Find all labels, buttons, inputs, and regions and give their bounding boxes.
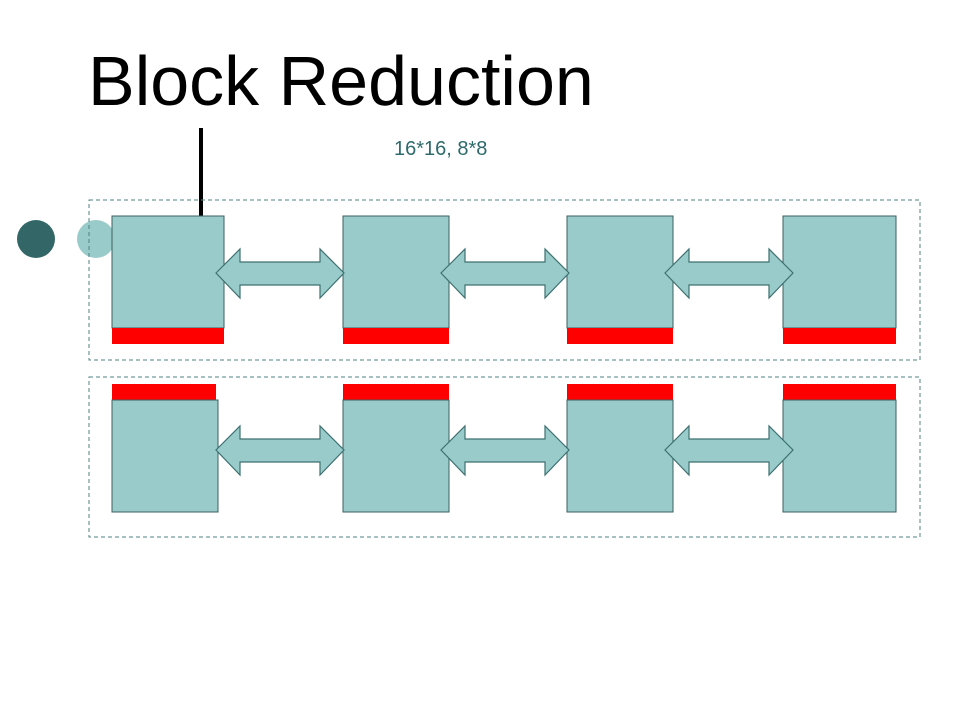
double-arrow-icon [440, 424, 570, 477]
top-edge-strip [567, 384, 673, 400]
block-size-label: 16*16, 8*8 [394, 138, 488, 160]
slide-title: Block Reduction [88, 42, 594, 120]
top-edge-strip [112, 384, 216, 400]
row-top [111, 215, 897, 344]
double-arrow-icon [215, 247, 345, 300]
block [111, 399, 219, 513]
bottom-edge-strip [112, 328, 224, 344]
block [342, 399, 450, 513]
block [566, 399, 674, 513]
bottom-edge-strip [567, 328, 673, 344]
row-bottom [111, 384, 897, 513]
bottom-edge-strip [783, 328, 896, 344]
double-arrow-icon [440, 247, 570, 300]
block [782, 215, 897, 329]
bullet-light-circle-icon [77, 220, 115, 258]
bullet-dark-circle-icon [17, 220, 55, 258]
row-container-top [88, 199, 921, 361]
top-edge-strip [783, 384, 896, 400]
double-arrow-icon [664, 424, 794, 477]
double-arrow-icon [664, 247, 794, 300]
block [342, 215, 450, 329]
top-edge-strip [343, 384, 449, 400]
row-container-bottom [88, 376, 921, 538]
double-arrow-icon [215, 424, 345, 477]
block [782, 399, 897, 513]
bottom-edge-strip [343, 328, 449, 344]
block [111, 215, 225, 329]
block [566, 215, 674, 329]
